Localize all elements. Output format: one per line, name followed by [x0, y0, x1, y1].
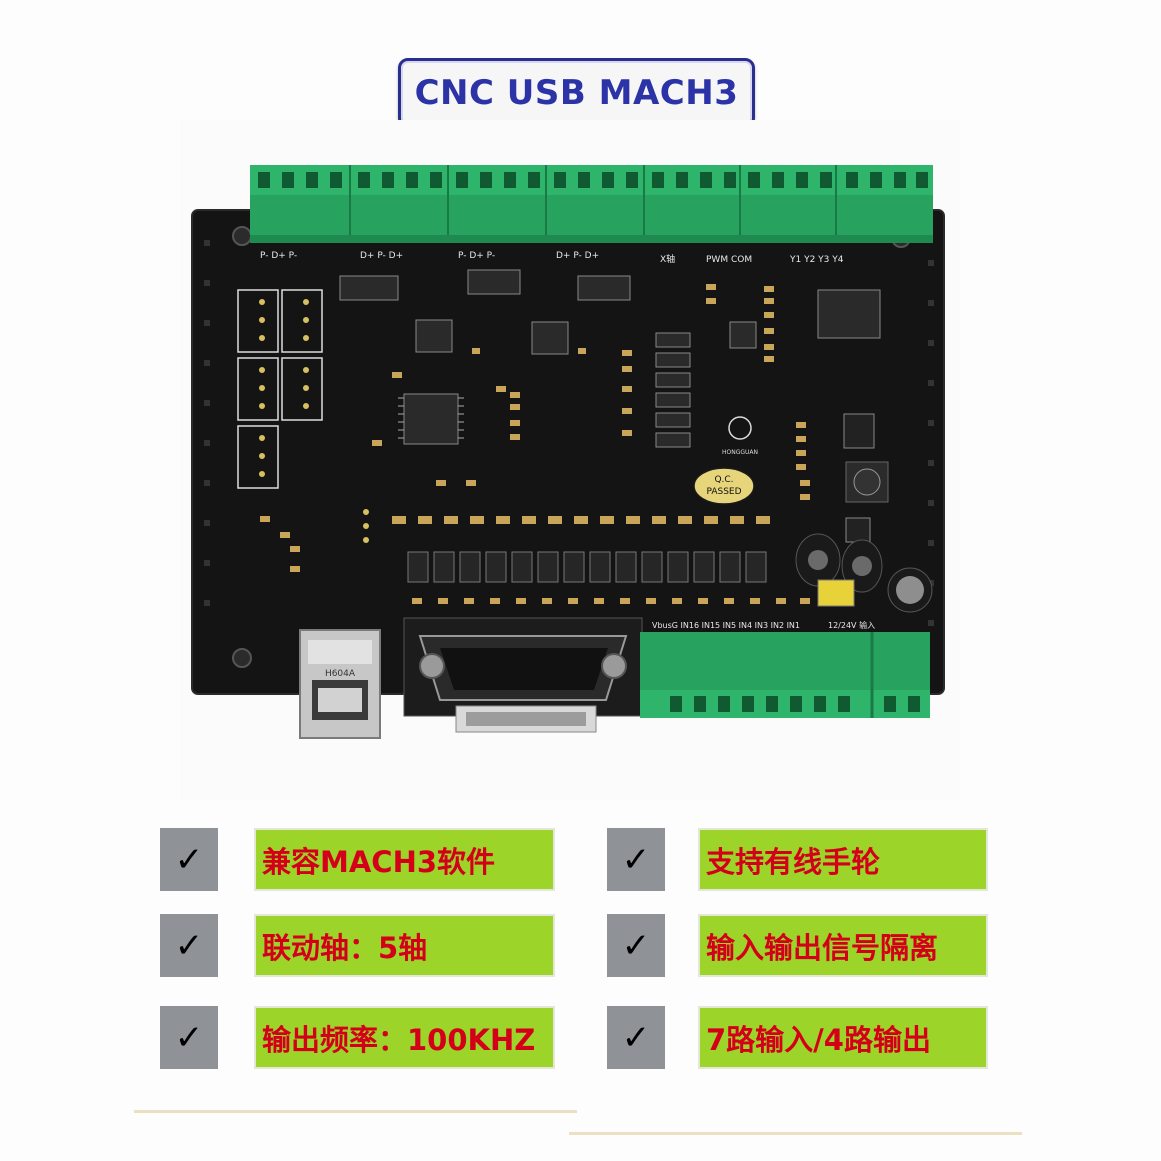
check-box-3: ✓: [160, 914, 218, 977]
svg-text:VbusG IN16 IN15 IN5 IN4 I: VbusG IN16 IN15 IN5 IN4 IN3 IN2 IN1: [652, 621, 800, 630]
check-box-2: ✓: [607, 828, 665, 891]
bottom-terminal-blocks: [640, 632, 930, 718]
check-icon: ✓: [621, 925, 651, 966]
check-icon: ✓: [621, 1017, 651, 1058]
usb-connector: H604A: [299, 629, 381, 739]
feature-text: 输入输出信号隔离: [706, 930, 939, 965]
product-photo: P- D+ P- D+ P- D+ P- D+ P- D+ P- D+ X轴 PWM …: [180, 120, 960, 800]
pcb-board-image: P- D+ P- D+ P- D+ P- D+ P- D+ P- D+ X轴 PWM …: [191, 165, 945, 739]
qc-stamp-line1: Q.C.: [714, 475, 733, 485]
svg-text:D+ P- D+: D+ P- D+: [556, 251, 599, 261]
check-icon: ✓: [621, 839, 651, 880]
feature-io-count: 7路输入/4路输出: [698, 1006, 988, 1069]
qc-stamp-line2: PASSED: [706, 487, 741, 497]
feature-signal-isolation: 输入输出信号隔离: [698, 914, 988, 977]
svg-text:Y1 Y2 Y3 Y4: Y1 Y2 Y3 Y4: [789, 255, 844, 265]
check-box-6: ✓: [607, 1006, 665, 1069]
feature-text: 联动轴：5轴: [262, 930, 428, 965]
check-box-4: ✓: [607, 914, 665, 977]
svg-text:P- D+ P-: P- D+ P-: [458, 251, 495, 261]
svg-text:D+ P- D+: D+ P- D+: [360, 251, 403, 261]
check-icon: ✓: [174, 1017, 204, 1058]
svg-text:12/24V 输入: 12/24V 输入: [828, 620, 875, 630]
feature-linked-axes: 联动轴：5轴: [254, 914, 555, 977]
check-box-1: ✓: [160, 828, 218, 891]
title-text: CNC USB MACH3: [414, 73, 739, 113]
brand-label: HONGGUAN: [722, 449, 758, 456]
usb-connector-label: H604A: [325, 669, 356, 679]
svg-text:X轴: X轴: [660, 253, 675, 265]
check-icon: ✓: [174, 839, 204, 880]
feature-wired-handwheel: 支持有线手轮: [698, 828, 988, 891]
feature-text: 7路输入/4路输出: [706, 1022, 931, 1057]
feature-compatible-mach3: 兼容MACH3软件: [254, 828, 555, 891]
feature-text: 输出频率：100KHZ: [262, 1022, 536, 1057]
check-box-5: ✓: [160, 1006, 218, 1069]
check-icon: ✓: [174, 925, 204, 966]
feature-output-frequency: 输出频率：100KHZ: [254, 1006, 555, 1069]
feature-text: 支持有线手轮: [706, 844, 881, 879]
db25-connector: [403, 617, 643, 733]
separator-line-left: [134, 1110, 577, 1113]
title-banner: CNC USB MACH3: [398, 58, 755, 128]
feature-text: 兼容MACH3软件: [262, 844, 496, 879]
separator-line-right: [569, 1132, 1022, 1135]
qc-passed-stamp: Q.C. PASSED: [693, 467, 755, 505]
svg-text:P- D+ P-: P- D+ P-: [260, 251, 297, 261]
top-terminal-blocks: [250, 165, 933, 243]
svg-text:PWM COM: PWM COM: [706, 255, 752, 265]
